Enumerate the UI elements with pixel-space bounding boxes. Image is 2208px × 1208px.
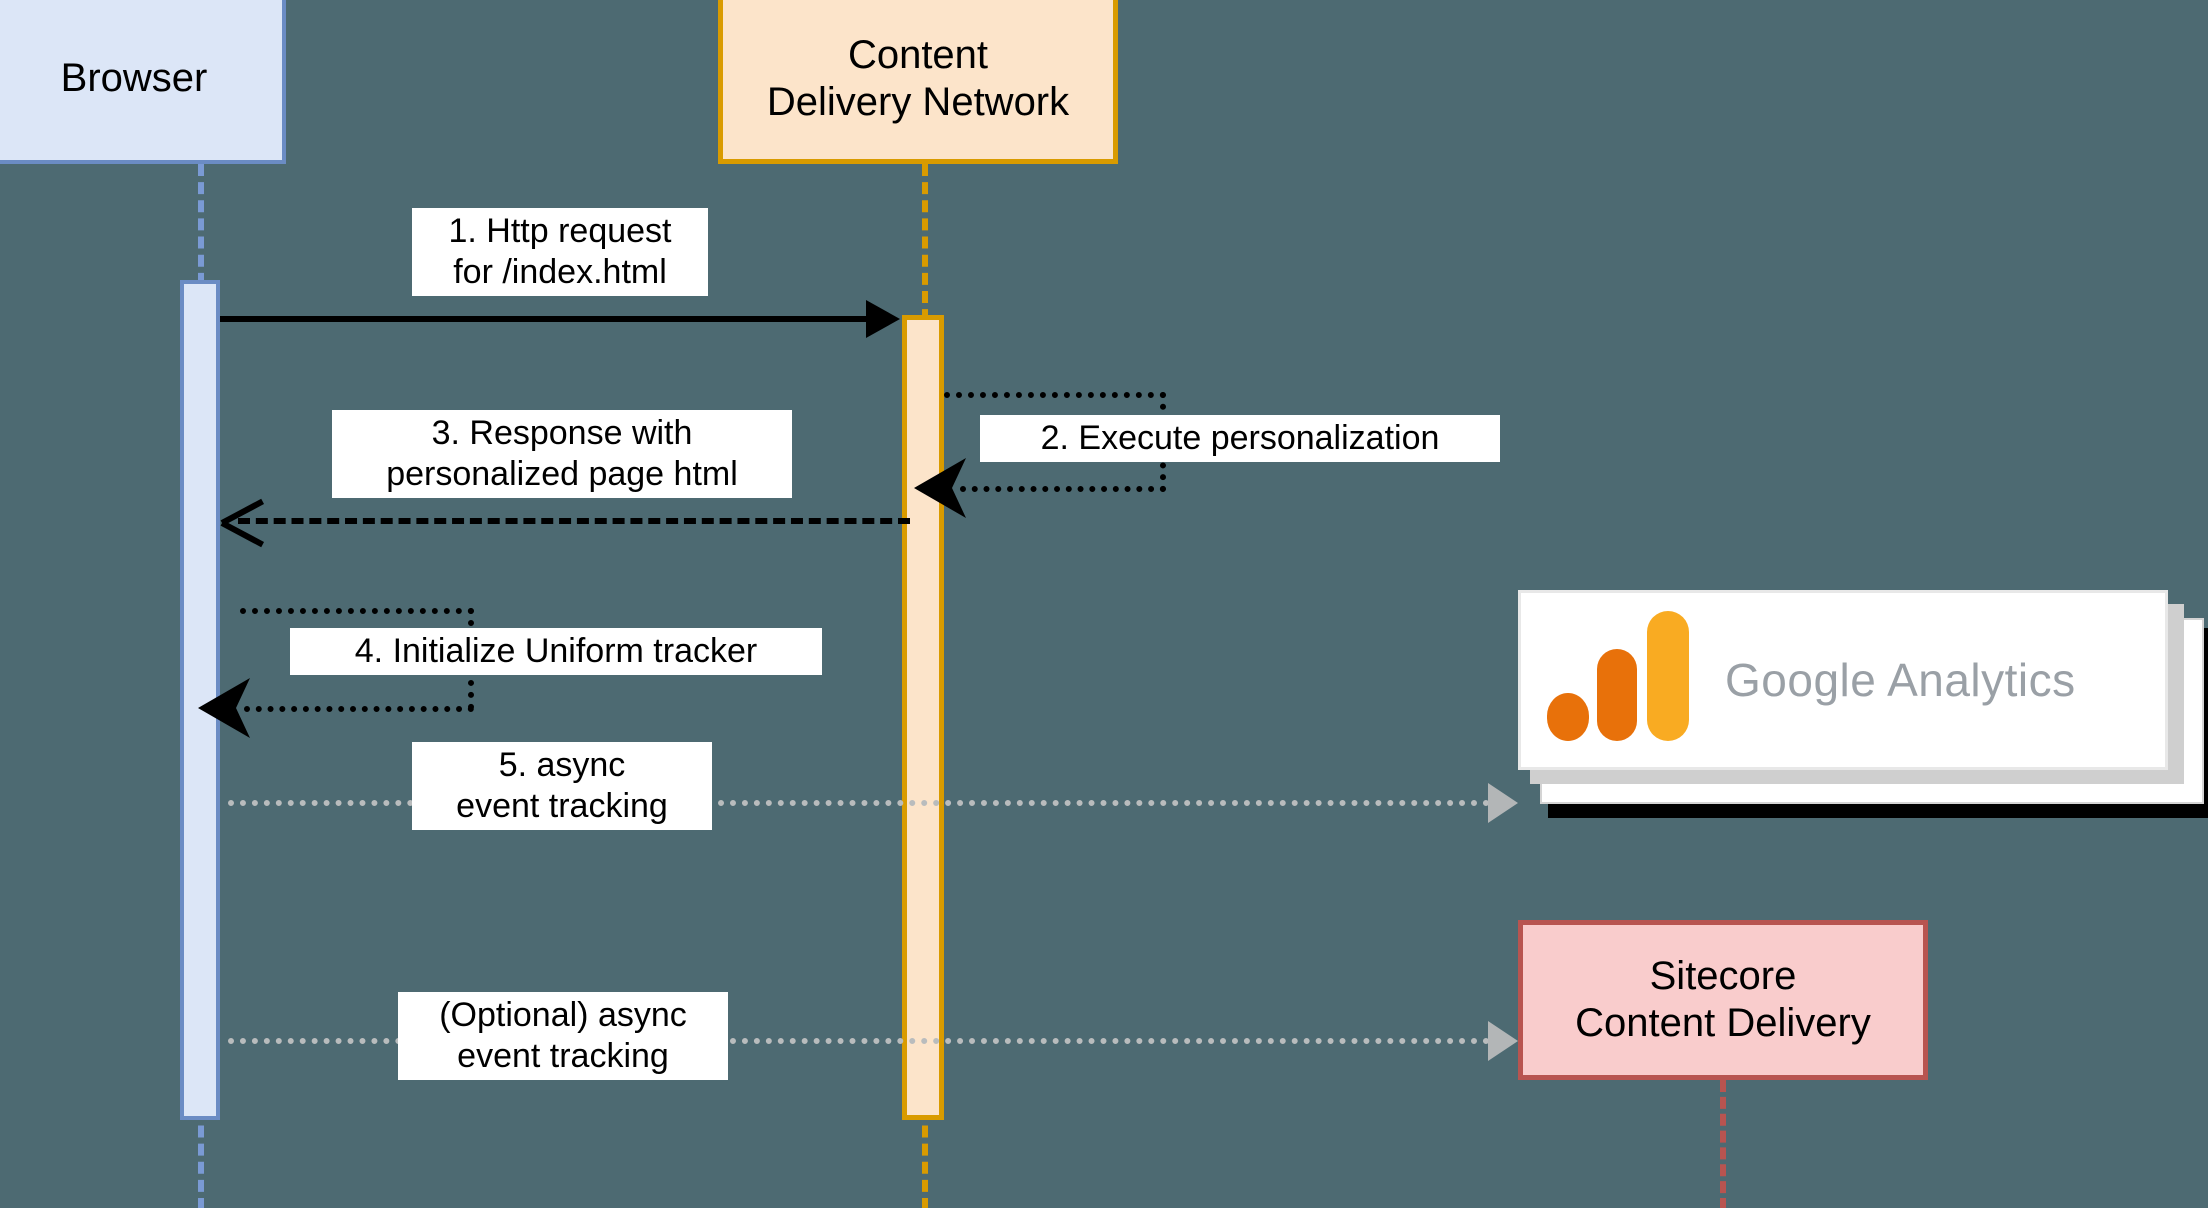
message-line-4-bottom — [244, 706, 474, 712]
arrowhead-left-message-2 — [912, 456, 968, 520]
message-label-4: 4. Initialize Uniform tracker — [290, 628, 822, 675]
message-label-6: (Optional) async event tracking — [398, 992, 728, 1080]
message-label-2: 2. Execute personalization — [980, 415, 1500, 462]
message-line-2-top — [944, 392, 1166, 398]
message-label-3: 3. Response with personalized page html — [332, 410, 792, 498]
message-line-1-http-request — [220, 316, 872, 322]
participant-sitecore-content-delivery[interactable]: Sitecore Content Delivery — [1518, 920, 1928, 1080]
ga-logo-bar-tall — [1647, 611, 1689, 741]
participant-google-analytics[interactable]: Google Analytics — [1518, 590, 2208, 818]
ga-logo-dot — [1547, 693, 1589, 741]
participant-content-delivery-network[interactable]: Content Delivery Network — [718, 0, 1118, 164]
lifeline-sitecore — [1720, 1080, 1726, 1208]
message-line-6-optional-async-event-tracking — [228, 1038, 1490, 1044]
message-line-5-async-event-tracking — [228, 800, 1490, 806]
arrowhead-right-message-5 — [1488, 783, 1518, 823]
arrowhead-right-message-6 — [1488, 1021, 1518, 1061]
arrowhead-left-message-4 — [196, 676, 252, 740]
ga-logo-bar-medium — [1597, 649, 1637, 741]
message-line-3-response — [238, 518, 910, 524]
participant-browser[interactable]: Browser — [0, 0, 286, 164]
message-line-4-top — [240, 608, 474, 614]
message-line-2-bottom — [960, 486, 1166, 492]
activation-bar-cdn — [902, 315, 944, 1120]
ga-card[interactable]: Google Analytics — [1518, 590, 2168, 770]
arrowhead-left-message-3 — [222, 496, 266, 546]
google-analytics-icon — [1539, 611, 1709, 745]
arrowhead-right-message-1 — [866, 300, 900, 338]
google-analytics-label: Google Analytics — [1725, 654, 2076, 706]
message-label-1: 1. Http request for /index.html — [412, 208, 708, 296]
message-label-5: 5. async event tracking — [412, 742, 712, 830]
